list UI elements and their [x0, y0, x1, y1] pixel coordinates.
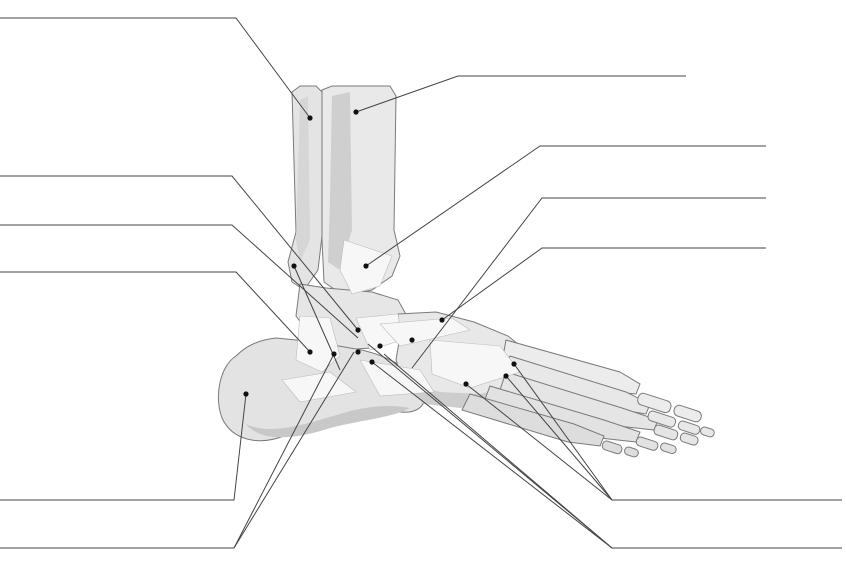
phalanx	[601, 440, 623, 455]
leader-line	[0, 271, 311, 353]
phalanx	[673, 404, 702, 423]
ligaments	[281, 239, 521, 403]
label-point	[291, 263, 297, 269]
label-point	[511, 361, 517, 367]
leader-line	[505, 375, 613, 501]
metatarsal-5	[461, 393, 605, 447]
leader-line	[441, 247, 766, 321]
leader-line	[0, 17, 311, 119]
leader-line	[355, 75, 686, 113]
label-points	[243, 109, 517, 397]
label-point	[355, 327, 361, 333]
label-point	[363, 263, 369, 269]
label-point	[243, 391, 249, 397]
phalanx	[677, 420, 701, 435]
ligament	[359, 359, 435, 397]
leader-line	[371, 361, 613, 549]
foot-ankle-illustration	[218, 85, 715, 458]
leader-line	[411, 197, 766, 369]
leader-lines	[0, 17, 842, 549]
tibia-shaft-shading	[328, 92, 352, 270]
ligament	[295, 315, 341, 373]
phalanx	[660, 442, 677, 455]
phalanx	[700, 426, 715, 438]
label-point	[307, 115, 313, 121]
phalanx	[653, 424, 679, 441]
phalanx	[637, 392, 672, 414]
leader-line	[233, 351, 355, 549]
phalanx	[624, 446, 639, 458]
label-point	[307, 349, 313, 355]
calcaneus-shading	[246, 406, 410, 438]
leader-line	[0, 224, 359, 339]
phalanx	[647, 410, 677, 428]
label-point	[503, 373, 509, 379]
label-point	[377, 343, 383, 349]
label-point	[439, 317, 445, 323]
fibula-shading	[296, 96, 310, 262]
label-point	[353, 109, 359, 115]
ligament	[379, 317, 471, 347]
leader-line	[0, 393, 247, 501]
label-point	[369, 359, 375, 365]
phalanges	[601, 392, 715, 458]
phalanx	[635, 436, 659, 451]
leader-line	[513, 363, 613, 501]
phalanx	[679, 432, 699, 446]
label-point	[355, 349, 361, 355]
leader-line	[367, 343, 613, 549]
label-point	[463, 381, 469, 387]
leader-line	[365, 145, 766, 267]
leader-line	[0, 175, 359, 331]
label-point	[331, 351, 337, 357]
ligament	[429, 339, 521, 389]
label-point	[409, 337, 415, 343]
